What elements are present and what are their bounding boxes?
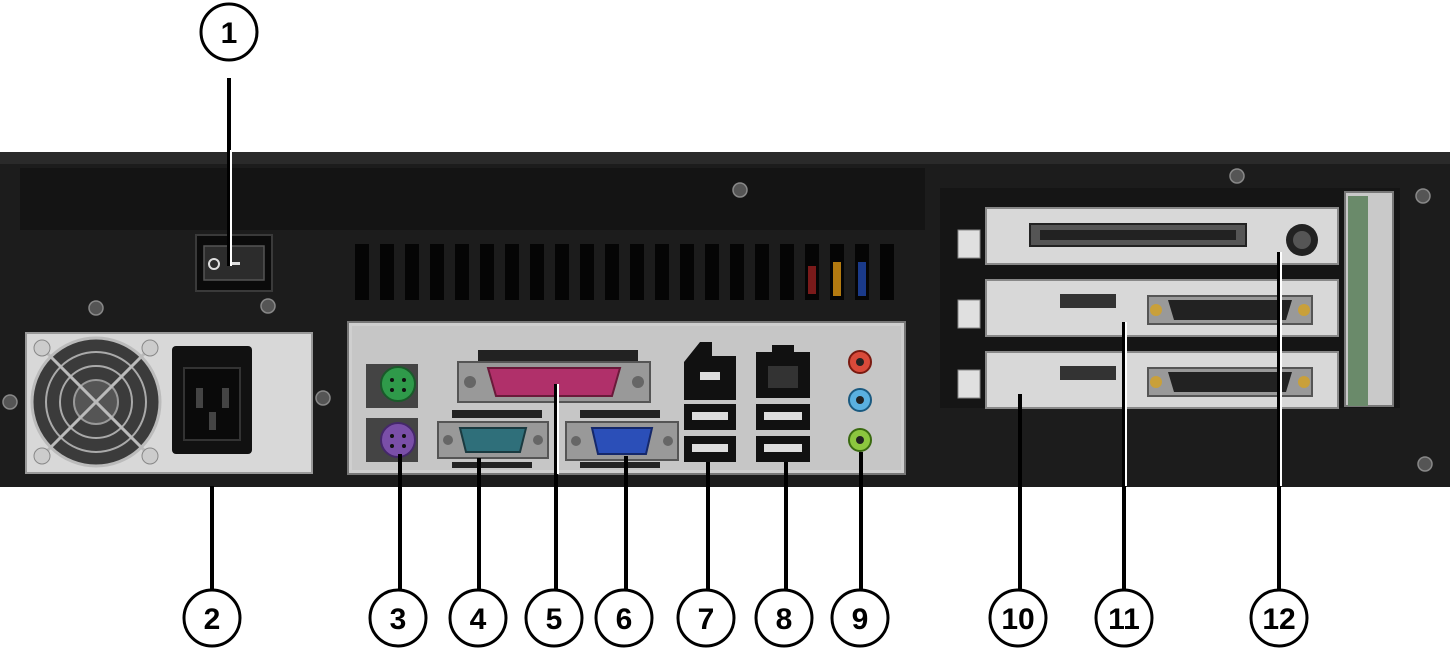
serial-port — [437, 410, 549, 468]
lan-port-left — [684, 342, 736, 400]
callout-label: 4 — [470, 603, 487, 636]
callout-12: 12 — [1249, 588, 1309, 648]
ac-power-inlet — [172, 346, 252, 454]
leader-line-highlights — [230, 150, 1282, 486]
power-switch — [195, 234, 273, 292]
slot-latches — [957, 229, 981, 399]
callout-label: 1 — [221, 17, 238, 50]
callout-10: 10 — [988, 588, 1048, 648]
callout-3: 3 — [368, 588, 428, 648]
callout-9: 9 — [830, 588, 890, 648]
callout-6: 6 — [594, 588, 654, 648]
expansion-card-12 — [985, 207, 1339, 265]
callout-label: 10 — [1001, 603, 1034, 636]
leader-lines — [210, 78, 1281, 590]
chassis-screws — [2, 168, 1433, 472]
callout-4: 4 — [448, 588, 508, 648]
psu-fan — [30, 336, 162, 468]
callouts: 1 2 3 4 5 6 7 8 — [182, 2, 1309, 648]
ps2-keyboard-port — [366, 418, 418, 462]
expansion-card-11 — [985, 279, 1339, 337]
callout-11: 11 — [1094, 588, 1154, 648]
expansion-card-10 — [985, 351, 1339, 409]
callout-label: 11 — [1108, 603, 1140, 636]
callout-label: 8 — [776, 603, 793, 636]
callout-1: 1 — [199, 2, 259, 62]
callout-label: 12 — [1262, 603, 1295, 636]
callout-7: 7 — [676, 588, 736, 648]
callout-2: 2 — [182, 588, 242, 648]
callout-label: 7 — [698, 603, 715, 636]
expansion-bay — [940, 188, 1400, 409]
usb-ports-right — [756, 404, 810, 462]
lan-port-right — [756, 345, 810, 398]
callout-5: 5 — [524, 588, 584, 648]
callout-label: 2 — [204, 603, 221, 636]
ps2-mouse-port — [366, 364, 418, 408]
callout-8: 8 — [754, 588, 814, 648]
io-plate — [347, 321, 906, 475]
vent-wire-colors — [808, 262, 866, 296]
usb-ports-left — [684, 404, 736, 462]
parallel-port — [457, 350, 651, 403]
callout-label: 6 — [616, 603, 633, 636]
vga-port — [565, 410, 679, 468]
audio-jacks — [848, 350, 872, 452]
callout-label: 5 — [546, 603, 563, 636]
callout-label: 9 — [852, 603, 869, 636]
callout-label: 3 — [390, 603, 407, 636]
power-supply — [25, 332, 313, 474]
